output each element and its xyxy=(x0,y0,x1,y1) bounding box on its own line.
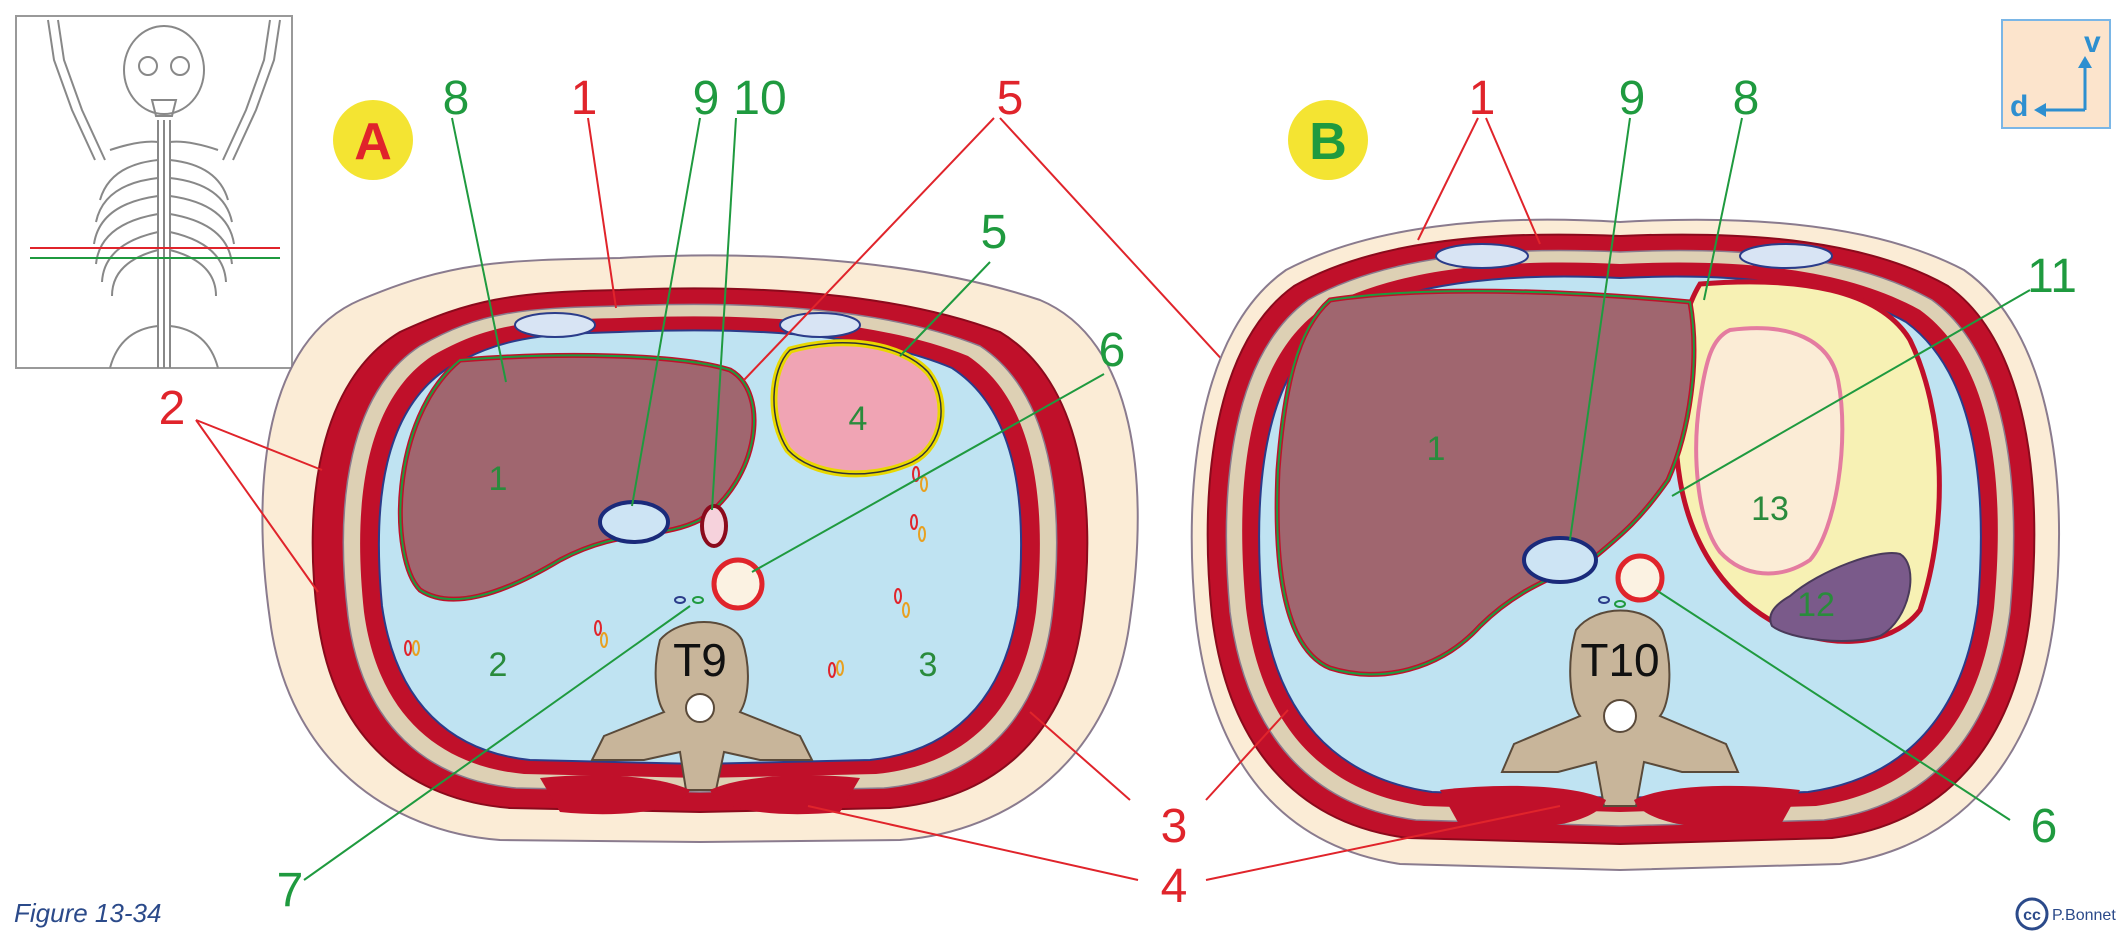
figure-caption: Figure 13-34 xyxy=(14,898,161,928)
callout-a-7: 7 xyxy=(277,864,304,917)
callout-b-8: 8 xyxy=(1733,72,1760,125)
cc-badge: cc xyxy=(2023,907,2041,924)
organ-number-a-4: 4 xyxy=(849,400,868,438)
organ-number-a-1: 1 xyxy=(489,460,508,498)
callout-a-9: 9 xyxy=(693,72,720,125)
organ-number-b-13: 13 xyxy=(1751,490,1789,528)
credit: cc P.Bonnet xyxy=(2015,897,2116,931)
organ-number-b-12: 12 xyxy=(1797,586,1835,624)
orientation-indicator: v d xyxy=(2001,19,2111,129)
sternum-a xyxy=(514,312,596,338)
callout-a-2: 2 xyxy=(159,382,186,435)
panel-b-badge xyxy=(1288,100,1368,180)
callout-b-11: 11 xyxy=(2027,250,2077,303)
organ-number-a-2: 2 xyxy=(489,646,508,684)
stomach-lumen-b xyxy=(1694,326,1845,576)
panel-a-badge-label: A xyxy=(354,113,392,171)
vertebra-label-b: T10 xyxy=(1580,634,1659,686)
callout-a-1: 1 xyxy=(571,72,598,125)
callout-b-6: 6 xyxy=(2031,800,2058,853)
organ-number-a-3: 3 xyxy=(919,646,938,684)
callout-b-1: 1 xyxy=(1469,72,1496,125)
panel-b-badge-label: B xyxy=(1309,113,1347,171)
callout-4-red: 4 xyxy=(1161,860,1188,913)
callout-a-5: 5 xyxy=(981,206,1008,259)
callout-5-red: 5 xyxy=(997,72,1024,125)
organ-number-b-1: 1 xyxy=(1427,430,1446,468)
credit-text: P.Bonnet xyxy=(2052,907,2116,924)
caudal-vena-cava-b xyxy=(1522,536,1598,584)
callout-3-red: 3 xyxy=(1161,800,1188,853)
spleen-b xyxy=(1769,552,1912,642)
panel-a: A T9 1 2 3 4 8 1 9 10 5 5 6 xyxy=(159,72,1273,917)
ventral-label: v xyxy=(2084,26,2101,59)
aorta-b xyxy=(1615,553,1665,603)
caudal-vena-cava-a xyxy=(598,500,670,544)
callout-b-9: 9 xyxy=(1619,72,1646,125)
dorsal-label: d xyxy=(2010,90,2028,123)
skeleton-thumbnail xyxy=(15,15,293,369)
aorta-a xyxy=(711,557,765,611)
panel-b: B T10 1 13 12 1 9 8 11 6 xyxy=(1190,72,2077,881)
panel-a-badge xyxy=(333,100,413,180)
callout-a-8: 8 xyxy=(443,72,470,125)
callout-a-6: 6 xyxy=(1099,324,1126,377)
vertebra-label-a: T9 xyxy=(673,634,727,686)
callout-a-10: 10 xyxy=(733,72,786,125)
esophagus-a xyxy=(700,504,728,548)
